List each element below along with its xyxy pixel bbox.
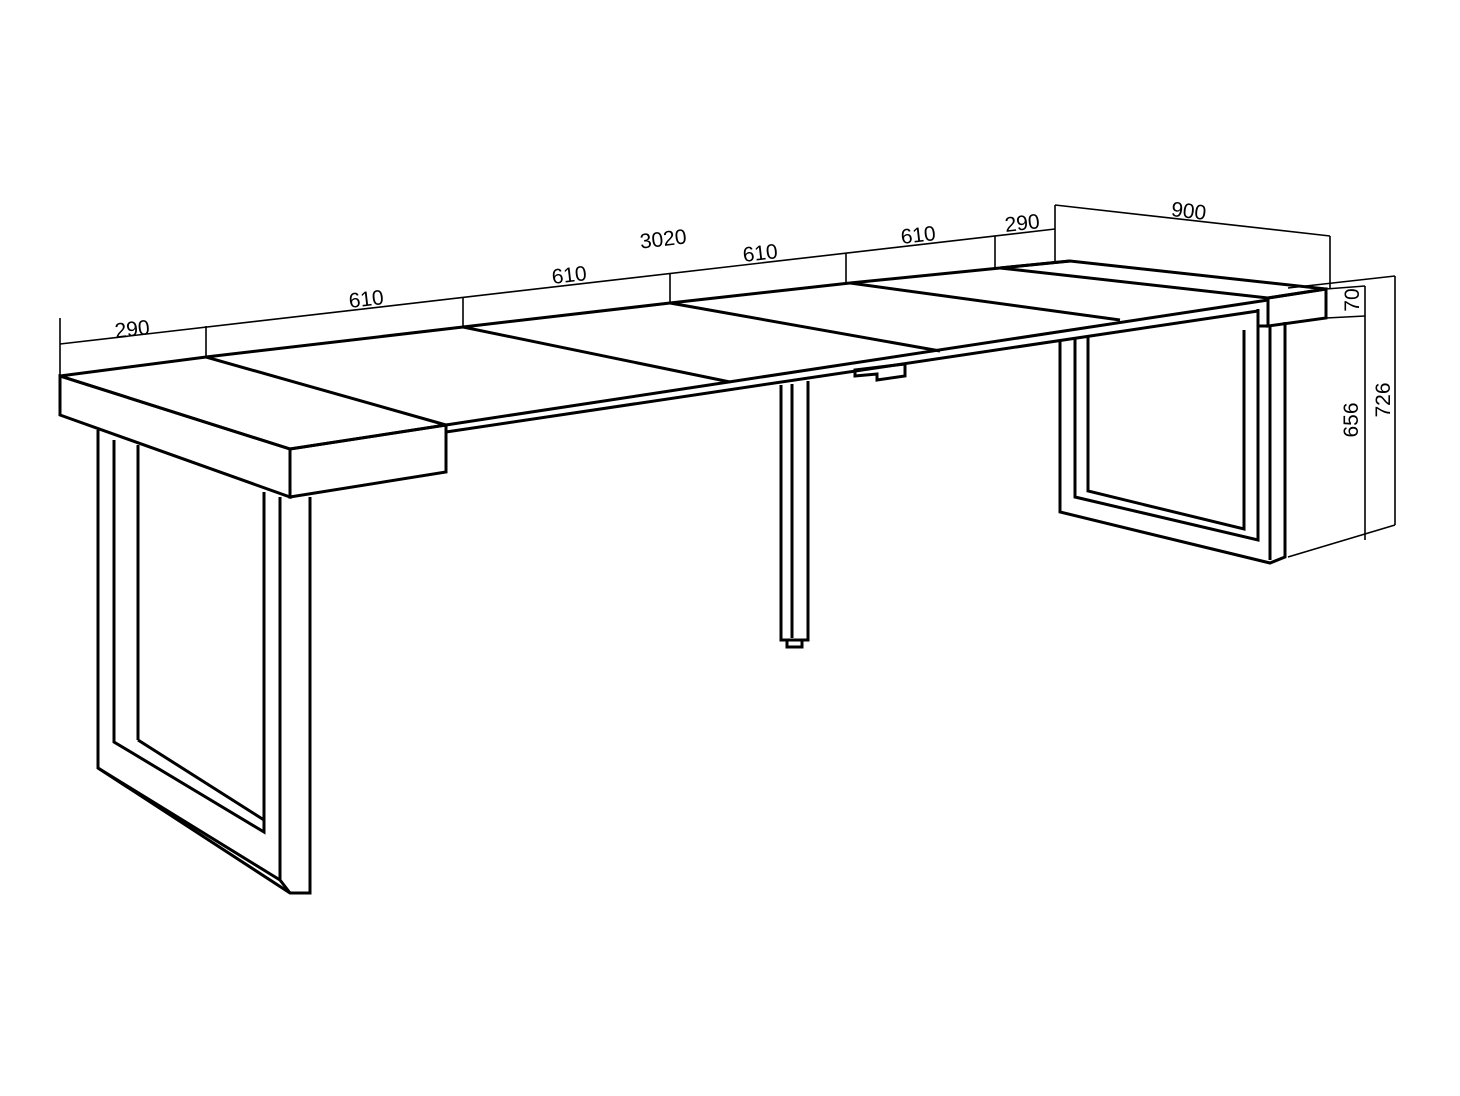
dim-extension-3: 610 — [742, 240, 779, 267]
dim-total-height: 726 — [1372, 382, 1395, 417]
table-top — [58, 259, 1328, 500]
extension-panels — [205, 259, 1269, 434]
left-end-side-face — [288, 423, 448, 499]
dim-extension-2: 610 — [551, 262, 588, 289]
dim-extension-4: 610 — [900, 222, 937, 249]
right-end-top-face — [999, 259, 1327, 300]
dim-overall-length: 3020 — [639, 225, 688, 253]
center-support-leg — [779, 381, 810, 649]
right-end-side-face — [1266, 287, 1328, 328]
dim-extension-1: 610 — [348, 286, 385, 313]
dimension-lines — [59, 204, 1396, 558]
dim-section-end-right: 290 — [1004, 210, 1041, 237]
support-bracket — [853, 362, 907, 382]
right-sled-leg — [1058, 322, 1287, 565]
dim-section-end-left: 290 — [114, 316, 151, 343]
left-end-front-face — [58, 373, 292, 500]
dimension-labels: 290 610 610 3020 610 610 290 900 70 656 … — [114, 198, 1395, 437]
dim-top-thickness: 70 — [1341, 288, 1364, 311]
dim-depth: 900 — [1170, 198, 1207, 225]
left-sled-leg — [96, 430, 312, 895]
dim-under-top-height: 656 — [1340, 402, 1363, 437]
